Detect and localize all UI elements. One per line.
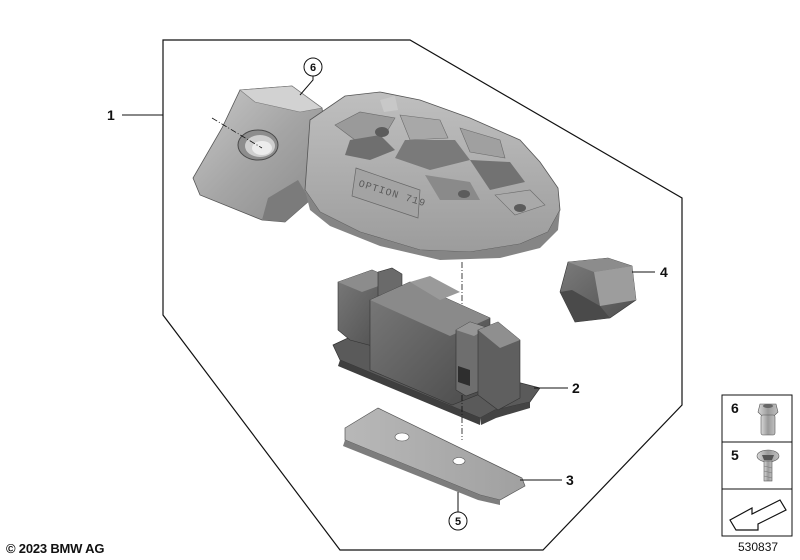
legend-box-arrow — [721, 488, 793, 537]
legend-label-6: 6 — [731, 400, 739, 416]
installation-arrow-icon — [729, 499, 787, 531]
bore-axis-line — [211, 117, 263, 149]
copyright-text: © 2023 BMW AG — [6, 541, 105, 556]
callout-6-circle — [303, 57, 323, 77]
callout-1: 1 — [107, 107, 115, 123]
callout-6: 6 — [310, 62, 316, 74]
damper-part — [332, 267, 541, 425]
cap-part — [559, 257, 637, 323]
callout-5-circle — [448, 511, 468, 531]
callout-2: 2 — [572, 380, 580, 396]
plate-part — [343, 407, 526, 505]
callout-4: 4 — [660, 264, 668, 280]
diagram-id: 530837 — [738, 540, 779, 554]
legend-box-6 — [721, 394, 793, 443]
legend-box-5 — [721, 441, 793, 490]
callout-5: 5 — [455, 516, 461, 528]
footrest-part — [192, 85, 561, 260]
leader-lines — [122, 76, 655, 512]
callout-3: 3 — [566, 472, 574, 488]
legend-label-5: 5 — [731, 447, 739, 463]
assembly-outline — [162, 39, 683, 551]
